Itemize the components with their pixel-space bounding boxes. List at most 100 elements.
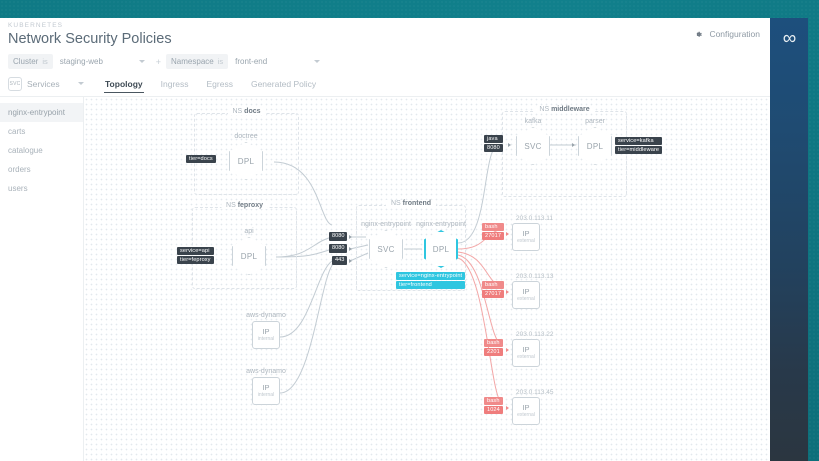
policy-label: service=kafka <box>615 137 663 145</box>
port-label: 27017 <box>482 232 505 240</box>
node-title: nginx-entrypoint <box>361 221 411 228</box>
service-hexagon[interactable]: SVC <box>369 230 403 268</box>
ip-node-box[interactable]: IP internal <box>252 377 280 405</box>
app-body: nginx-entrypoint carts catalogue orders … <box>0 97 770 461</box>
configuration-button[interactable]: Configuration <box>694 29 760 39</box>
port-label: 8080 <box>329 244 348 253</box>
sidebar-item-carts[interactable]: carts <box>8 127 26 136</box>
tab-ingress[interactable]: Ingress <box>160 78 189 89</box>
deployment-hexagon[interactable]: DPL <box>232 237 266 275</box>
resource-type-select[interactable]: SVC Services <box>4 71 92 96</box>
process-label: bash <box>482 223 505 231</box>
port-row-8080-a: 8080 <box>329 232 353 241</box>
ip-node-box[interactable]: IP external <box>512 281 540 309</box>
add-filter-button[interactable]: + <box>155 56 162 67</box>
weave-infinity-logo: ∞ <box>782 28 797 49</box>
node-title: api <box>244 228 254 235</box>
filter-field-namespace[interactable]: Namespace is <box>166 54 229 69</box>
ip-scope: external <box>517 295 535 302</box>
configuration-label: Configuration <box>709 29 760 39</box>
port-label: 27017 <box>482 290 505 298</box>
filter-value-label: staging-web <box>59 57 103 66</box>
node-api[interactable]: api DPL <box>232 228 266 275</box>
sidebar-item-users[interactable]: users <box>8 184 28 193</box>
tab-bar: SVC Services Topology Ingress Egress Gen… <box>0 71 770 97</box>
ip-scope: external <box>517 411 535 418</box>
deployment-hexagon[interactable]: DPL <box>578 127 612 165</box>
sidebar-item-catalogue[interactable]: catalogue <box>8 146 43 155</box>
node-title: aws-dynamo <box>246 368 286 375</box>
arrow-icon <box>349 246 353 251</box>
deployment-hexagon[interactable]: DPL <box>424 230 458 268</box>
ip-node-box[interactable]: IP external <box>512 223 540 251</box>
arrow-icon <box>506 232 509 236</box>
brand-rail: ∞ <box>770 18 808 461</box>
service-list-sidebar: nginx-entrypoint carts catalogue orders … <box>0 97 84 461</box>
arrow-icon <box>349 258 353 263</box>
port-label: 2201 <box>484 348 503 356</box>
label-stack-external-0: bash 27017 <box>482 223 505 240</box>
ip-node-box[interactable]: IP external <box>512 397 540 425</box>
namespace-group-docs: NS docs <box>194 108 299 195</box>
node-parser[interactable]: parser DPL <box>578 118 612 165</box>
resource-type-label: Services <box>27 78 60 89</box>
sidebar-item-orders[interactable]: orders <box>8 165 31 174</box>
node-external-3[interactable]: IP external <box>512 397 540 425</box>
svc-badge-icon: SVC <box>8 76 22 91</box>
label-stack-external-1: bash 27017 <box>482 281 505 298</box>
label-stack-docs: tier=docs <box>186 155 216 163</box>
node-external-2[interactable]: IP external <box>512 339 540 367</box>
ip-kind: IP <box>522 286 530 296</box>
deployment-hexagon[interactable]: DPL <box>229 142 263 180</box>
topology-canvas[interactable]: NS docs doctree DPL tier=docs NS feproxy… <box>84 97 770 461</box>
policy-label: tier=frontend <box>396 281 466 289</box>
ip-kind: IP <box>522 228 530 238</box>
node-external-1[interactable]: IP external <box>512 281 540 309</box>
app-header: KUBERNETES Network Security Policies Con… <box>0 18 770 52</box>
arrow-icon <box>506 290 509 294</box>
node-frontend-dpl[interactable]: nginx-entrypoint DPL <box>416 221 466 268</box>
external-ip-title: 203.0.113.45 <box>516 389 554 396</box>
tabs: Topology Ingress Egress Generated Policy <box>96 71 325 96</box>
label-stack-feproxy: service=api tier=feproxy <box>177 247 214 264</box>
service-hexagon[interactable]: SVC <box>516 127 550 165</box>
chevron-down-icon <box>314 60 321 63</box>
ip-scope: internal <box>257 391 275 398</box>
tab-topology[interactable]: Topology <box>96 71 152 96</box>
external-ip-title: 203.0.113.11 <box>516 215 553 222</box>
chevron-down-icon <box>78 82 84 85</box>
namespace-label: NS middleware <box>534 106 595 113</box>
port-row-443: 443 <box>332 256 353 265</box>
namespace-label: NS feproxy <box>221 202 268 209</box>
arrow-icon <box>506 406 509 410</box>
process-label: bash <box>482 281 505 289</box>
ip-scope: external <box>517 237 535 244</box>
page-title: Network Security Policies <box>8 31 172 47</box>
sidebar-item-nginx-entrypoint[interactable]: nginx-entrypoint <box>0 103 83 122</box>
port-label: 1024 <box>484 406 503 414</box>
process-label: java <box>484 135 503 143</box>
tab-generated-policy[interactable]: Generated Policy <box>250 78 317 89</box>
label-stack-external-3: bash 1024 <box>484 397 503 414</box>
namespace-group-frontend: NS frontend <box>356 200 466 291</box>
node-external-0[interactable]: IP external <box>512 223 540 251</box>
external-ip-title: 203.0.113.22 <box>516 331 554 338</box>
ip-node-box[interactable]: IP external <box>512 339 540 367</box>
filter-value-namespace[interactable]: front-end <box>228 54 326 69</box>
node-aws-dynamo-a[interactable]: aws-dynamo IP internal <box>246 312 286 349</box>
policy-label: tier=feproxy <box>177 256 214 264</box>
node-kafka[interactable]: kafka SVC <box>516 118 550 165</box>
node-doctree[interactable]: doctree DPL <box>229 133 263 180</box>
app-window: KUBERNETES Network Security Policies Con… <box>0 18 770 461</box>
namespace-label: NS frontend <box>385 200 437 207</box>
filter-field-cluster[interactable]: Cluster is <box>8 54 53 69</box>
ip-node-box[interactable]: IP internal <box>252 321 280 349</box>
label-stack-middleware-in: java 8080 <box>484 135 503 152</box>
node-aws-dynamo-b[interactable]: aws-dynamo IP internal <box>246 368 286 405</box>
tab-egress[interactable]: Egress <box>206 78 233 89</box>
ip-kind: IP <box>522 344 530 354</box>
node-frontend-svc[interactable]: nginx-entrypoint SVC <box>361 221 411 268</box>
filter-value-cluster[interactable]: staging-web <box>53 54 151 69</box>
ip-kind: IP <box>522 402 530 412</box>
node-title: kafka <box>524 118 542 125</box>
